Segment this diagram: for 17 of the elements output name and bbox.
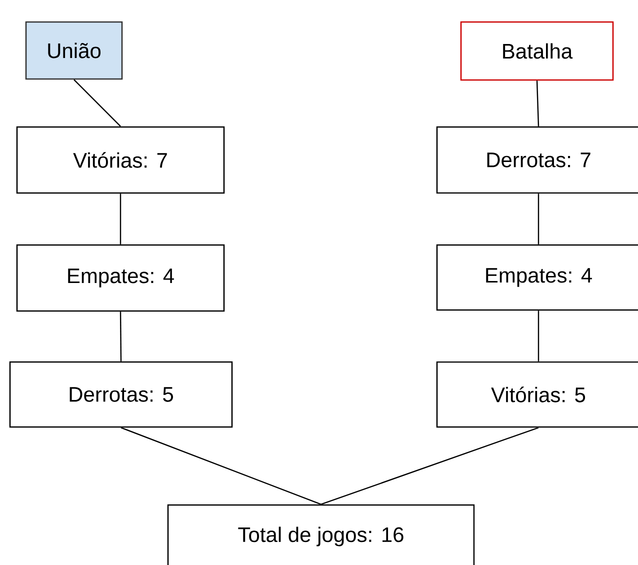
connector-line xyxy=(538,310,540,362)
total-box: Total de jogos: 16 xyxy=(167,504,475,565)
stat-box: Derrotas: 7 xyxy=(436,126,638,194)
stat-box: Vitórias: 7 xyxy=(16,126,225,194)
team-box: União xyxy=(25,21,123,80)
connector-line xyxy=(320,427,539,505)
connector-line xyxy=(74,79,121,127)
stat-box: Empates: 4 xyxy=(436,244,638,311)
stat-box: Derrotas: 5 xyxy=(9,361,233,428)
stat-box: Vitórias: 5 xyxy=(436,361,638,428)
connector-line xyxy=(120,312,122,362)
stat-box: Empates: 4 xyxy=(16,244,225,312)
connector-line xyxy=(538,194,540,244)
connector-line xyxy=(120,194,122,244)
connector-line xyxy=(536,80,540,126)
team-box: Batalha xyxy=(460,21,614,81)
connector-line xyxy=(120,427,322,505)
